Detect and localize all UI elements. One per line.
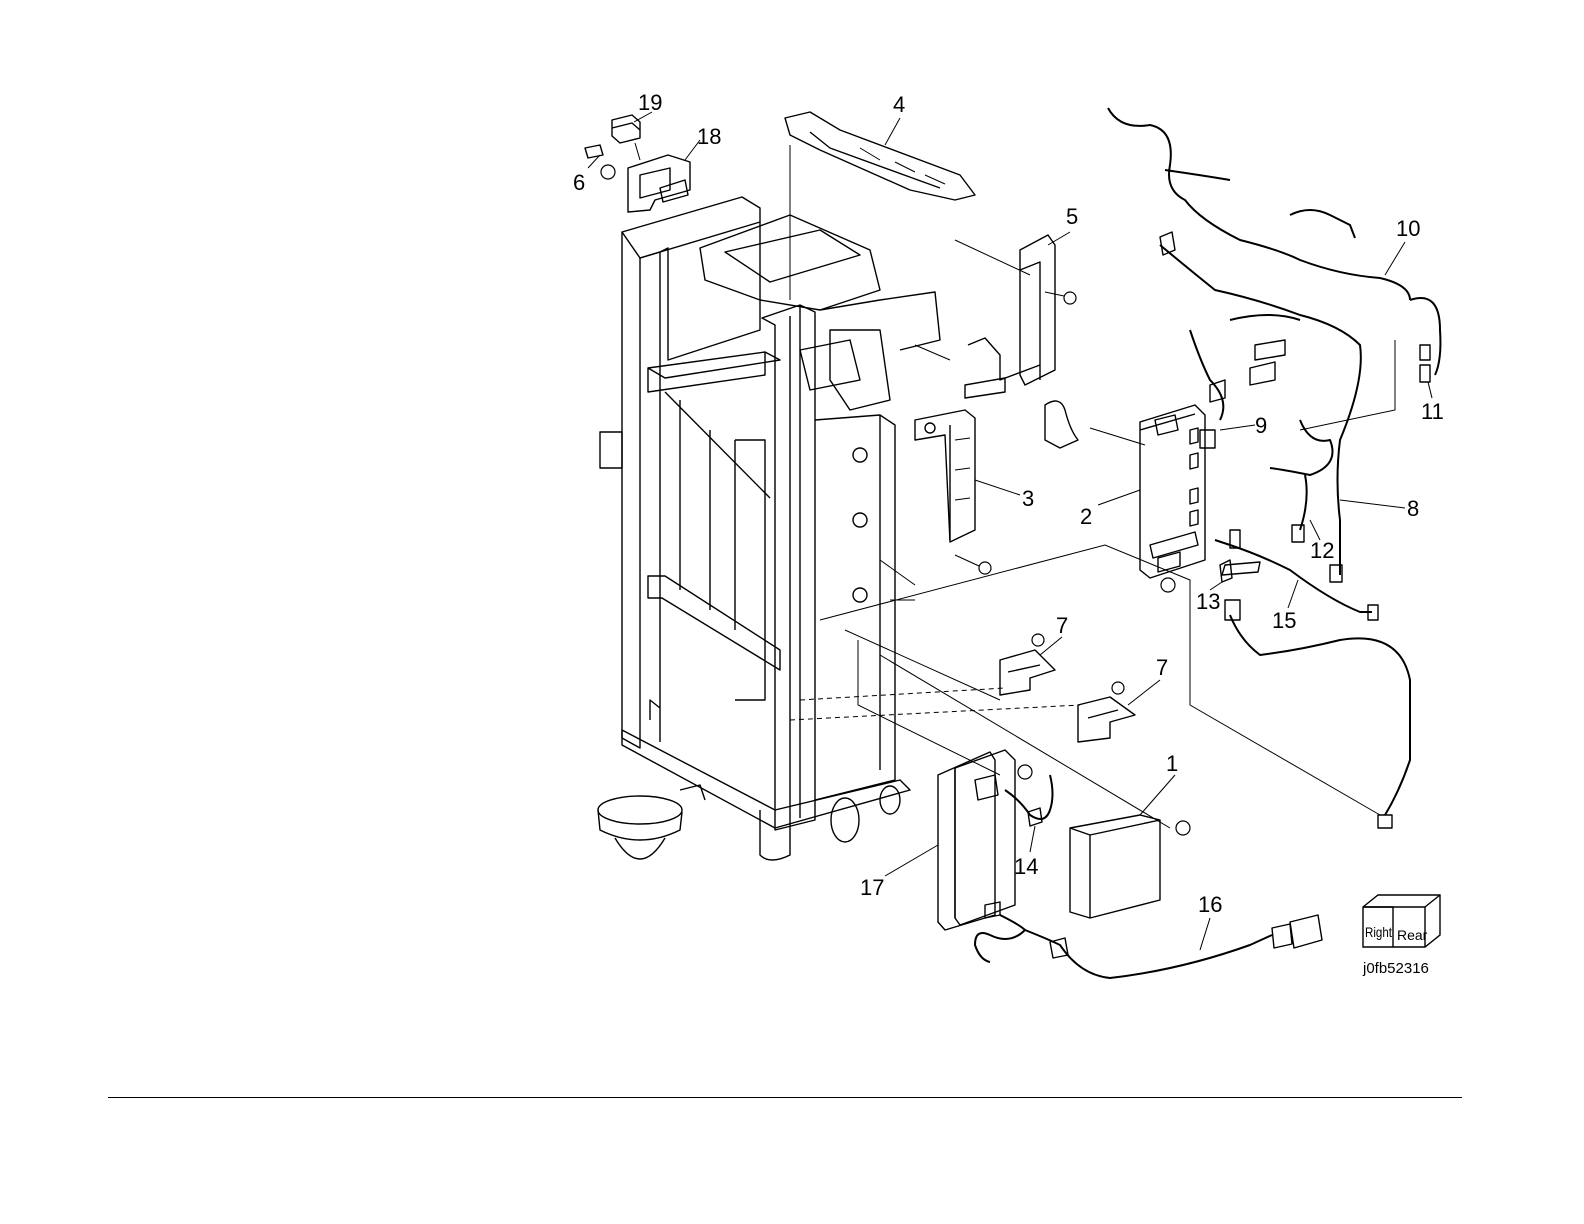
main-frame [598,197,940,860]
callout-4: 4 [893,92,905,117]
orientation-cube-icon: Right Rear [1363,895,1440,947]
callout-17: 17 [860,875,884,900]
callout-19: 19 [638,90,662,115]
part-16-power-cord [1025,915,1322,978]
callout-11: 11 [1421,399,1444,424]
callout-8: 8 [1407,496,1419,521]
part-13-connector [1220,560,1232,582]
callout-13: 13 [1196,589,1220,614]
callout-leaders [588,112,1432,950]
callout-7a: 7 [1056,613,1068,638]
callout-6: 6 [573,170,585,195]
callout-2: 2 [1080,504,1092,529]
callout-7b: 7 [1156,655,1168,680]
part-7-brackets [1000,634,1135,742]
badge-right-face: Right [1365,924,1392,940]
part-2-control-board [1045,380,1225,592]
part-5-bracket [965,235,1076,398]
callout-12: 12 [1310,538,1334,563]
callout-9: 9 [1255,413,1267,438]
callout-3: 3 [1022,486,1034,511]
callout-15: 15 [1272,608,1296,633]
callout-18: 18 [697,124,721,149]
part-3-side-bracket [915,410,991,574]
callout-10: 10 [1396,216,1420,241]
callout-5: 5 [1066,204,1078,229]
harness-cables [1108,108,1440,828]
callout-16: 16 [1198,892,1222,917]
parts-6-18-19-sensor-bracket [585,115,690,212]
callout-1: 1 [1166,751,1178,776]
part-1-cover [1070,815,1190,918]
assembly-lines [790,145,1395,828]
callout-14: 14 [1014,854,1038,879]
figure-id: j0fb52316 [1362,960,1429,977]
badge-rear-face: Rear [1397,927,1428,943]
part-4-top-rail [785,112,975,200]
footer-rule [108,1097,1462,1098]
